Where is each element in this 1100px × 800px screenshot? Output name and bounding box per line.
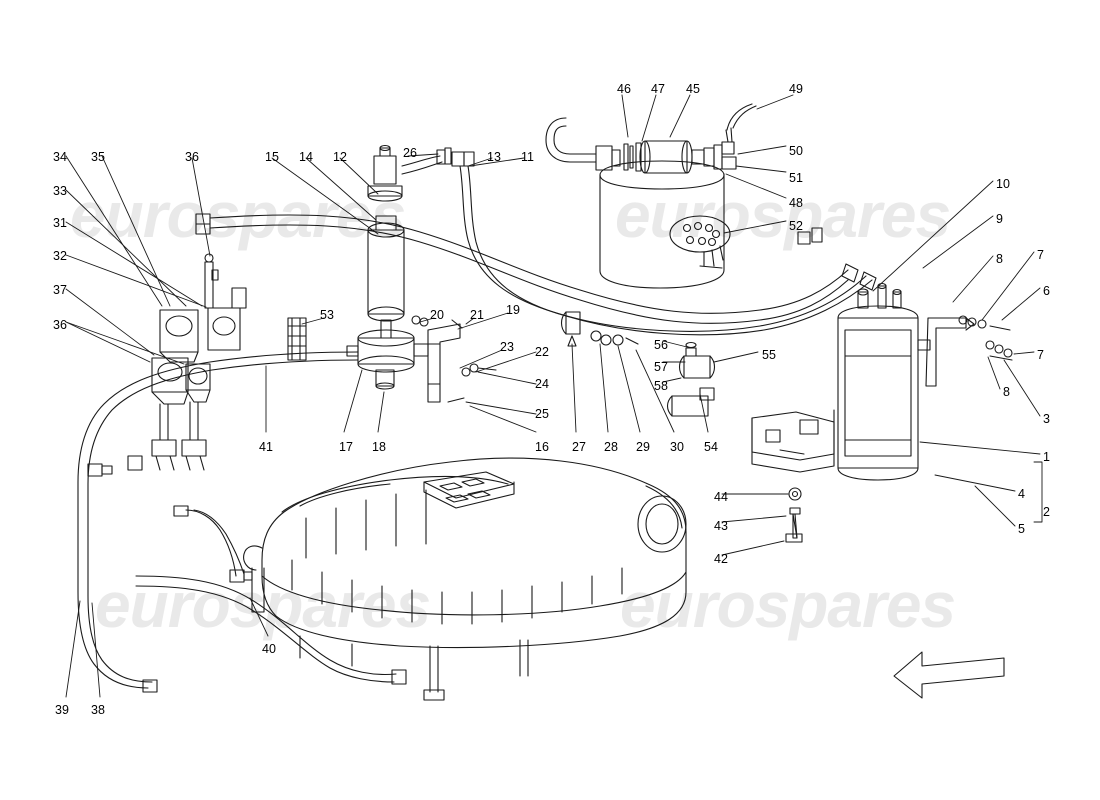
callout-11: 11: [521, 150, 534, 164]
callout-12: 12: [333, 150, 347, 164]
callout-33: 33: [53, 184, 67, 198]
callout-18: 18: [372, 440, 386, 454]
callout-30: 30: [670, 440, 684, 454]
callout-19: 19: [506, 303, 520, 317]
callout-53: 53: [320, 308, 334, 322]
callout-45: 45: [686, 82, 700, 96]
callout-54: 54: [704, 440, 718, 454]
callout-21: 21: [470, 308, 484, 322]
callout-42: 42: [714, 552, 728, 566]
watermark-top-left: eurospares: [70, 179, 406, 251]
callout-26: 26: [403, 146, 417, 160]
callout-44: 44: [714, 490, 728, 504]
leader-lines: [65, 94, 1043, 698]
callout-41: 41: [259, 440, 273, 454]
callout-23: 23: [500, 340, 514, 354]
callout-46: 46: [617, 82, 631, 96]
callout-2: 2: [1043, 505, 1050, 519]
clamp-group: [560, 311, 716, 417]
callout-10: 10: [996, 177, 1010, 191]
callout-27: 27: [572, 440, 586, 454]
callout-9: 9: [996, 212, 1003, 226]
fuel-pump-assembly: [545, 103, 757, 289]
callout-56: 56: [654, 338, 668, 352]
callout-50: 50: [789, 144, 803, 158]
callout-37: 37: [53, 283, 67, 297]
callout-1: 1: [1043, 450, 1050, 464]
hose-network: [77, 151, 877, 693]
callout-22: 22: [535, 345, 549, 359]
callout-55: 55: [762, 348, 776, 362]
callout-58: 58: [654, 379, 668, 393]
callout-8-upper: 8: [996, 252, 1003, 266]
callout-28: 28: [604, 440, 618, 454]
callout-20: 20: [430, 308, 444, 322]
watermark-bottom-right: eurospares: [620, 569, 956, 641]
callout-3: 3: [1043, 412, 1050, 426]
callout-14: 14: [299, 150, 313, 164]
callout-57: 57: [654, 360, 668, 374]
intake-manifold: [243, 457, 687, 701]
callout-36-upper: 36: [185, 150, 199, 164]
callout-29: 29: [636, 440, 650, 454]
canister-bracket-right: [925, 315, 1013, 387]
callout-34: 34: [53, 150, 67, 164]
callout-25: 25: [535, 407, 549, 421]
callout-6: 6: [1043, 284, 1050, 298]
charcoal-canister: [837, 282, 931, 481]
callout-24: 24: [535, 377, 549, 391]
callout-17: 17: [339, 440, 353, 454]
callout-7-lower: 7: [1037, 348, 1044, 362]
callout-38: 38: [91, 703, 105, 717]
callout-40: 40: [262, 642, 276, 656]
left-valve-assembly: [87, 253, 247, 477]
callout-43: 43: [714, 519, 728, 533]
watermark-bottom-left: eurospares: [95, 569, 431, 641]
callout-36-lower: 36: [53, 318, 67, 332]
callout-31: 31: [53, 216, 67, 230]
callout-5: 5: [1018, 522, 1025, 536]
direction-arrow: [893, 651, 1005, 699]
callout-16: 16: [535, 440, 549, 454]
callout-8-lower: 8: [1003, 385, 1010, 399]
callout-51: 51: [789, 171, 803, 185]
callout-4: 4: [1018, 487, 1025, 501]
callout-15: 15: [265, 150, 279, 164]
callout-48: 48: [789, 196, 803, 210]
callout-52: 52: [789, 219, 803, 233]
callout-32: 32: [53, 249, 67, 263]
canister-bracket-lower: [751, 409, 835, 543]
callout-13: 13: [487, 150, 501, 164]
filter-mount-bracket: [411, 315, 497, 403]
callout-39: 39: [55, 703, 69, 717]
callout-35: 35: [91, 150, 105, 164]
callout-49: 49: [789, 82, 803, 96]
callout-7-upper: 7: [1037, 248, 1044, 262]
callout-47: 47: [651, 82, 665, 96]
